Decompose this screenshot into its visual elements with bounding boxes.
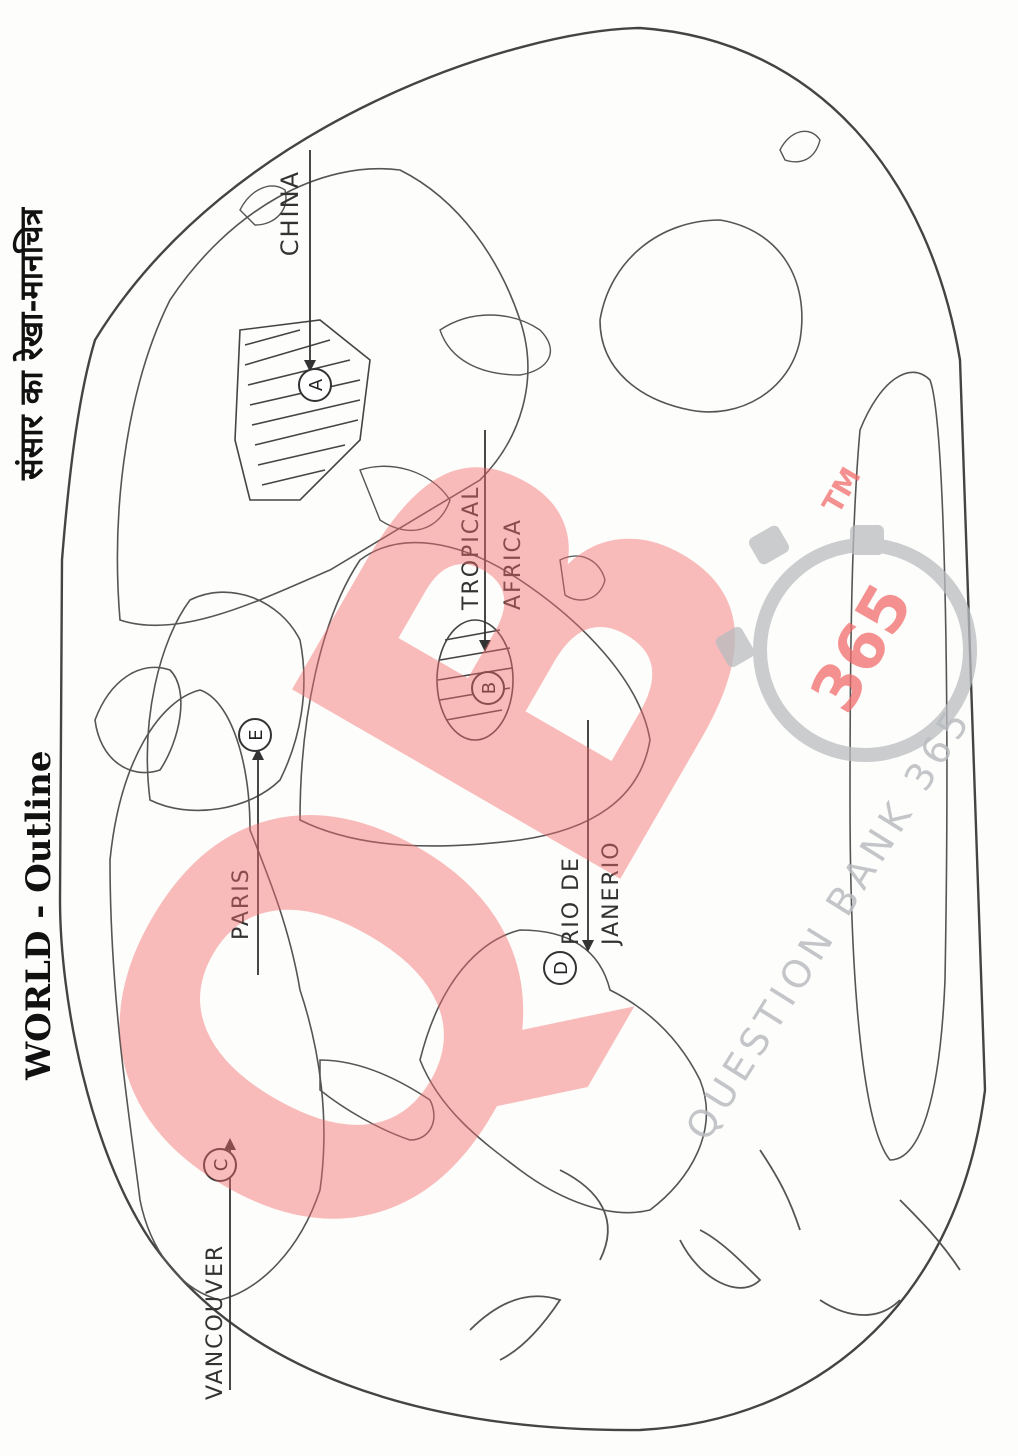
continent-europe: [146, 591, 305, 812]
marker-c-letter: C: [211, 1159, 232, 1172]
continent-central-america: [319, 1059, 435, 1141]
marker-d-letter: D: [551, 961, 572, 975]
continent-africa: [299, 541, 651, 847]
landmass-japan: [239, 185, 287, 226]
marker-b-label-line1: TROPICAL: [459, 486, 484, 611]
marker-b-tropical-africa: B TROPICAL AFRICA: [459, 430, 526, 705]
landmass-new-zealand: [779, 130, 821, 163]
marker-a-letter: A: [306, 378, 327, 391]
marker-c-vancouver: C VANCOUVER: [203, 1138, 237, 1400]
map-frame-outline: [58, 26, 987, 1432]
marker-e-label: PARIS: [229, 867, 254, 940]
marker-b-letter: B: [479, 682, 500, 694]
landmass-greenland: [94, 666, 182, 774]
watermark-logo: QB: [0, 335, 901, 1364]
continent-south-america: [419, 929, 708, 1214]
landmass-madagascar: [559, 555, 606, 601]
marker-d-rio-de-janeiro: D RIO DE JANERIO: [543, 720, 624, 985]
marker-b-label-line2: AFRICA: [501, 518, 526, 610]
continent-australia: [599, 219, 803, 413]
marker-a-china: A CHINA: [276, 150, 332, 402]
watermark-trademark: TM: [816, 462, 868, 519]
landmass-india: [359, 465, 451, 531]
watermark-logo-text: QB: [0, 335, 901, 1364]
marker-d-label-line1: RIO DE: [559, 856, 584, 945]
marker-c-label: VANCOUVER: [203, 1244, 228, 1400]
landmass-southeast-asia: [439, 314, 551, 376]
continent-antarctica: [849, 371, 948, 1161]
handwritten-signatures: [469, 1149, 961, 1361]
marker-e-letter: E: [246, 729, 267, 740]
map-title-english: WORLD - Outline: [19, 751, 59, 1081]
marker-e-paris: E PARIS: [229, 718, 272, 975]
continent-asia: [116, 168, 529, 627]
continent-north-america: [109, 689, 325, 1301]
marker-d-label-line2: JANERIO: [599, 840, 624, 947]
marker-a-label: CHINA: [276, 170, 304, 256]
map-title-hindi: संसार का रेखा-मानचित्र: [12, 207, 50, 481]
